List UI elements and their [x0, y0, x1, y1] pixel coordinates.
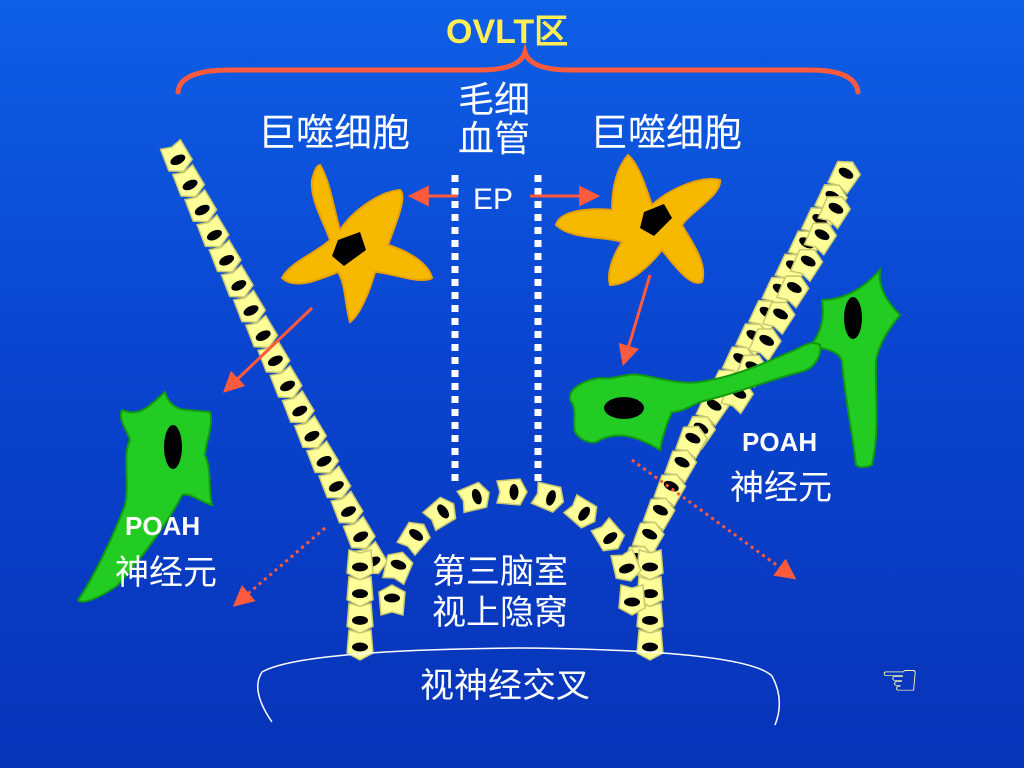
ependymal-cell	[381, 551, 414, 586]
poah-label-left: POAH	[125, 511, 201, 541]
ependymal-cell	[530, 481, 565, 514]
capillary-label: 毛细 血管	[458, 80, 531, 160]
optic-chiasm-label: 视神经交叉	[420, 666, 590, 706]
ependymal-cell	[293, 414, 328, 449]
ependymal-cell	[496, 478, 528, 506]
ependymal-cell	[244, 314, 279, 349]
ovlt-brace	[175, 42, 861, 95]
ependymal-cell	[636, 629, 664, 661]
ependymal-cell	[346, 629, 374, 661]
ependymal-cell	[208, 239, 242, 273]
dotted-arrow-left	[232, 526, 326, 607]
ependymal-cell	[281, 389, 315, 424]
macrophage-to-neuron-arrow-right	[618, 274, 652, 367]
third-ventricle-line1: 第三脑室	[432, 552, 568, 592]
ependymal-cell	[775, 275, 810, 309]
ependymal-cell	[817, 196, 852, 230]
ependymal-cell	[346, 602, 374, 635]
ependymal-cell	[456, 481, 490, 514]
ependymal-cell	[590, 516, 626, 552]
ependymal-cell	[789, 248, 824, 283]
ependymal-cell	[346, 575, 374, 608]
ependymal-cell	[803, 222, 838, 256]
ep-label: EP	[473, 183, 514, 216]
ependymal-cell	[196, 213, 230, 248]
capillary-label-line1: 毛细	[458, 80, 531, 121]
ependymal-cell	[636, 549, 664, 581]
ependymal-cell	[171, 163, 206, 198]
ependymal-cell	[220, 264, 255, 298]
neuron-label-left: 神经元	[115, 553, 217, 593]
ependymal-cell	[562, 493, 598, 529]
poah-neuron-left	[76, 390, 214, 603]
ovlt-title: OVLT区	[446, 13, 569, 51]
macrophage-to-neuron-arrow-left	[222, 306, 314, 393]
ependymal-cell	[305, 440, 340, 474]
macrophage-label-left: 巨噬细胞	[258, 111, 411, 155]
poah-neuron-right-upper	[568, 341, 822, 452]
ependymal-cell	[159, 138, 194, 173]
ependymal-cell	[618, 584, 646, 616]
macrophage-label-right: 巨噬细胞	[590, 111, 743, 155]
ependymal-cell	[269, 364, 303, 399]
ependymal-cell	[636, 602, 664, 635]
ependymal-cell	[378, 584, 406, 616]
ependymal-cell	[183, 188, 218, 223]
poah-neuron-right-cell	[808, 266, 902, 469]
poah-label-right: POAH	[742, 427, 818, 457]
ependymal-cell	[610, 547, 642, 582]
pointing-hand-icon[interactable]: ☜	[880, 655, 920, 706]
third-ventricle-line2: 视上隐窝	[432, 592, 568, 633]
ependymal-cell	[330, 490, 364, 524]
ependymal-cell	[396, 521, 432, 557]
optic-chiasm-outline	[257, 647, 781, 726]
capillary-label-line2: 血管	[458, 118, 531, 160]
macrophage-right	[554, 153, 722, 287]
ependymal-cell	[421, 496, 457, 532]
ependymal-cell	[232, 289, 267, 323]
dotted-arrow-right	[631, 458, 797, 580]
ependymal-cell	[761, 301, 796, 336]
ependymal-cell	[346, 549, 374, 581]
ependymal-cell	[747, 328, 782, 362]
ependymal-cell	[342, 515, 376, 550]
third-ventricle-label: 第三脑室 视上隐窝	[432, 552, 568, 634]
ependymal-cell	[317, 465, 352, 499]
neuron-label-right: 神经元	[730, 468, 832, 508]
macrophage-left	[280, 163, 434, 324]
